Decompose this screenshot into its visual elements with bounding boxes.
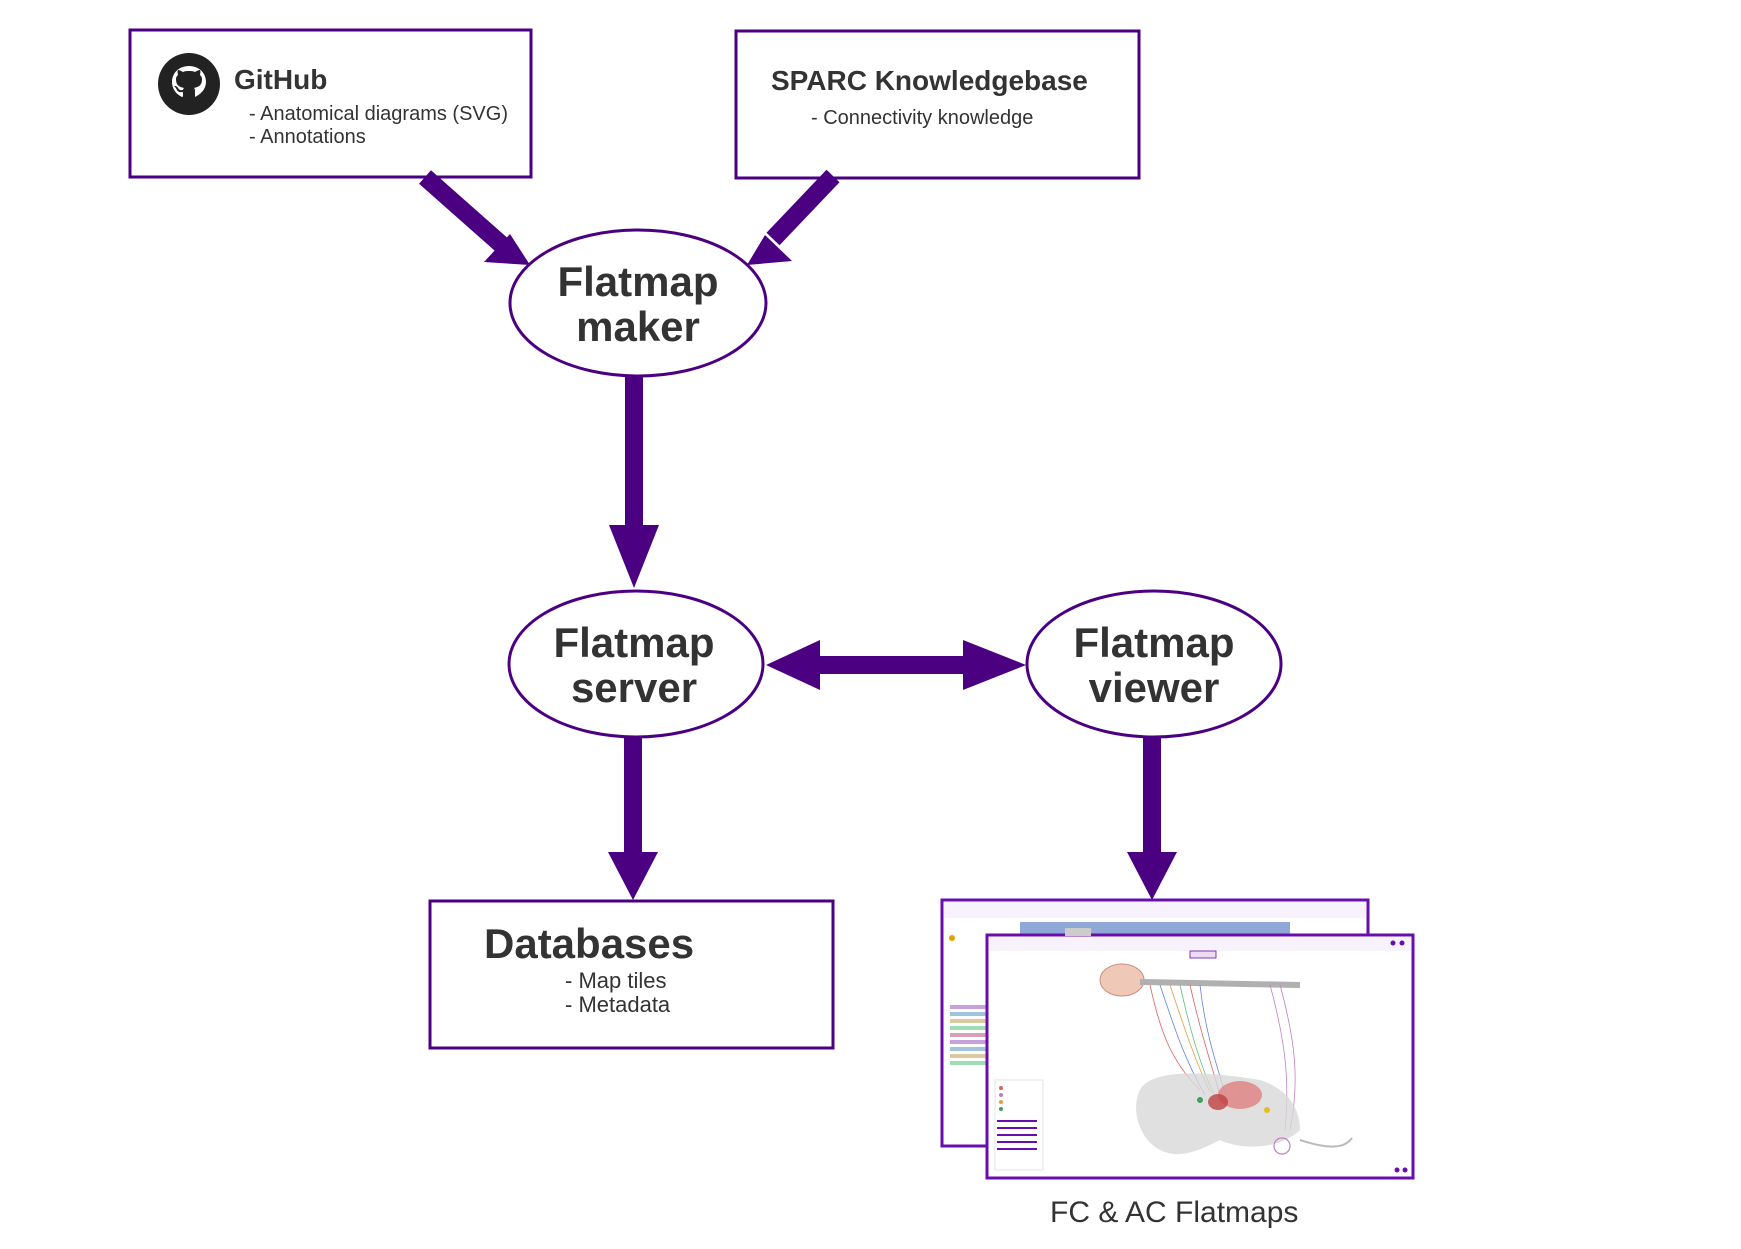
viewer-line2: viewer bbox=[1089, 664, 1220, 711]
maker-line2: maker bbox=[576, 303, 700, 350]
databases-item-metadata: - Metadata bbox=[565, 992, 671, 1017]
github-title: GitHub bbox=[234, 64, 327, 95]
arrow-github-to-maker bbox=[419, 170, 530, 265]
databases-item-tiles: - Map tiles bbox=[565, 968, 666, 993]
viewer-line1: Flatmap bbox=[1073, 619, 1234, 666]
sparc-item-connectivity: - Connectivity knowledge bbox=[811, 107, 1033, 129]
flatmap-screenshots: FC & AC Flatmaps bbox=[940, 898, 1415, 1229]
flatmap-server-node: Flatmap server bbox=[507, 589, 765, 739]
github-icon bbox=[158, 53, 220, 115]
databases-title: Databases bbox=[484, 920, 694, 967]
arrow-maker-to-server bbox=[609, 377, 659, 588]
sparc-title: SPARC Knowledgebase bbox=[771, 65, 1088, 96]
arrow-server-viewer bbox=[766, 640, 1026, 690]
flatmap-maker-node: Flatmap maker bbox=[508, 228, 768, 378]
arrow-sparc-to-maker bbox=[747, 169, 840, 265]
screenshots-caption: FC & AC Flatmaps bbox=[1050, 1196, 1298, 1229]
ac-flatmap-screenshot bbox=[985, 928, 1415, 1180]
github-item-annotations: - Annotations bbox=[249, 126, 366, 148]
flatmap-viewer-node: Flatmap viewer bbox=[1025, 589, 1283, 739]
github-box: GitHub - Anatomical diagrams (SVG) - Ann… bbox=[128, 28, 533, 179]
github-item-svg: - Anatomical diagrams (SVG) bbox=[249, 103, 508, 125]
server-line1: Flatmap bbox=[553, 619, 714, 666]
sparc-box: SPARC Knowledgebase - Connectivity knowl… bbox=[734, 29, 1141, 180]
server-line2: server bbox=[571, 664, 697, 711]
maker-line1: Flatmap bbox=[557, 258, 718, 305]
arrow-viewer-to-screenshots bbox=[1127, 737, 1177, 900]
databases-box: Databases - Map tiles - Metadata bbox=[428, 899, 835, 1050]
arrow-server-to-databases bbox=[608, 737, 658, 900]
